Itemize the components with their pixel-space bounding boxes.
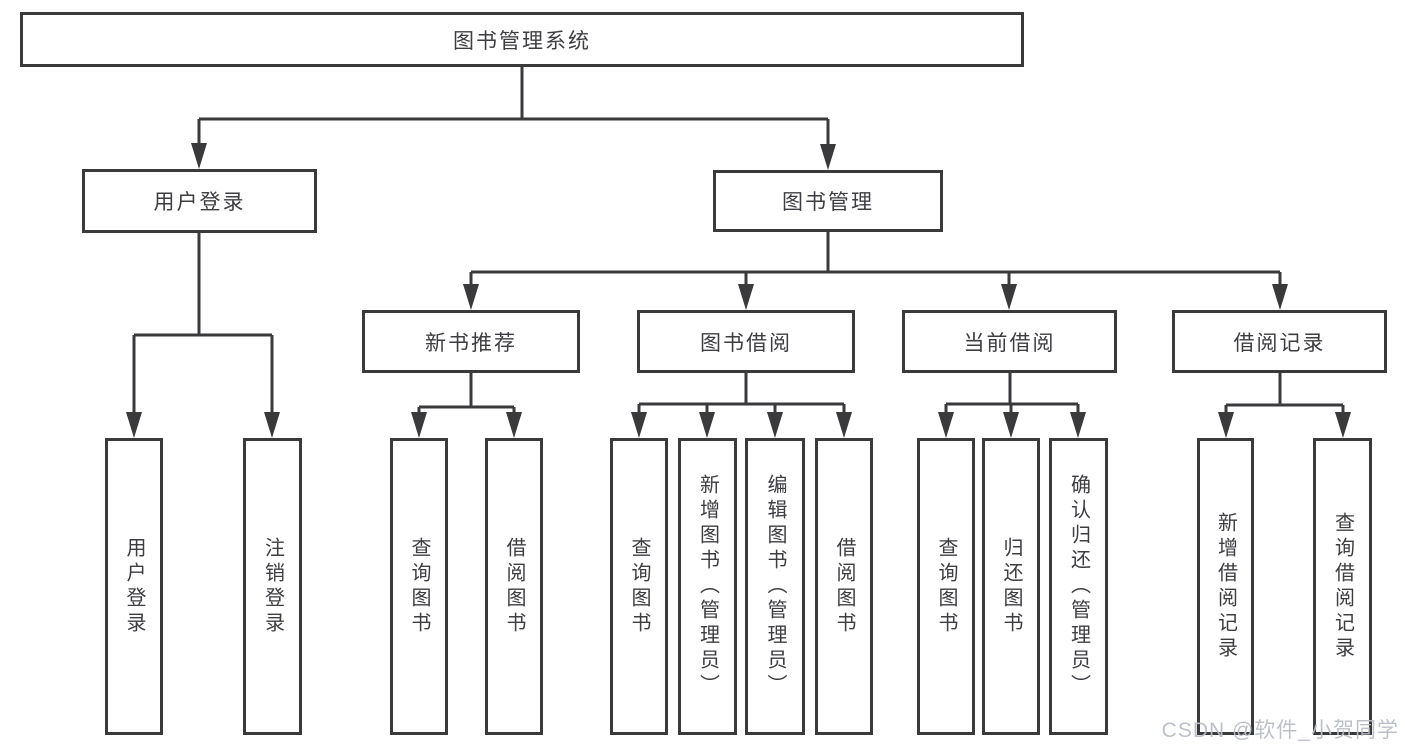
leaf-add-book: 新增图书（管理员） — [678, 438, 737, 735]
leaf-borrow-query-book-label: 查询图书 — [628, 536, 650, 637]
leaf-return-book: 归还图书 — [982, 438, 1040, 735]
leaf-user-login: 用户登录 — [105, 438, 163, 735]
leaf-borrow-book-label: 借阅图书 — [833, 536, 855, 637]
node-root: 图书管理系统 — [20, 12, 1024, 67]
leaf-logout: 注销登录 — [243, 438, 302, 735]
node-new-book-recommend: 新书推荐 — [362, 310, 580, 373]
leaf-borrow-query-book: 查询图书 — [610, 438, 668, 735]
leaf-edit-book-label: 编辑图书（管理员） — [764, 474, 786, 699]
node-book-borrow: 图书借阅 — [637, 310, 855, 373]
node-book-management: 图书管理 — [713, 170, 943, 232]
node-user-login: 用户登录 — [82, 169, 317, 233]
csdn-watermark: CSDN @软件_小贺同学 — [1161, 719, 1399, 742]
node-borrow-records: 借阅记录 — [1172, 310, 1387, 373]
leaf-edit-book: 编辑图书（管理员） — [745, 438, 805, 735]
leaf-confirm-return-label: 确认归还（管理员） — [1067, 474, 1090, 699]
node-current-borrow: 当前借阅 — [902, 310, 1117, 373]
leaf-current-query-book: 查询图书 — [917, 438, 975, 735]
leaf-logout-label: 注销登录 — [261, 536, 284, 637]
leaf-current-query-book-label: 查询图书 — [935, 536, 957, 637]
leaf-user-login-label: 用户登录 — [123, 536, 145, 637]
leaf-add-borrow-record-label: 新增借阅记录 — [1214, 511, 1237, 662]
leaf-recommend-borrow-book-label: 借阅图书 — [503, 536, 525, 637]
leaf-add-book-label: 新增图书（管理员） — [696, 474, 719, 699]
leaf-recommend-query-book: 查询图书 — [390, 438, 448, 735]
leaf-recommend-borrow-book: 借阅图书 — [485, 438, 543, 735]
leaf-borrow-book: 借阅图书 — [815, 438, 873, 735]
leaf-add-borrow-record: 新增借阅记录 — [1197, 438, 1254, 735]
leaf-query-borrow-record: 查询借阅记录 — [1313, 438, 1372, 735]
leaf-query-borrow-record-label: 查询借阅记录 — [1331, 511, 1354, 662]
leaf-confirm-return: 确认归还（管理员） — [1049, 438, 1108, 735]
leaf-return-book-label: 归还图书 — [1000, 536, 1022, 637]
leaf-recommend-query-book-label: 查询图书 — [408, 536, 430, 637]
